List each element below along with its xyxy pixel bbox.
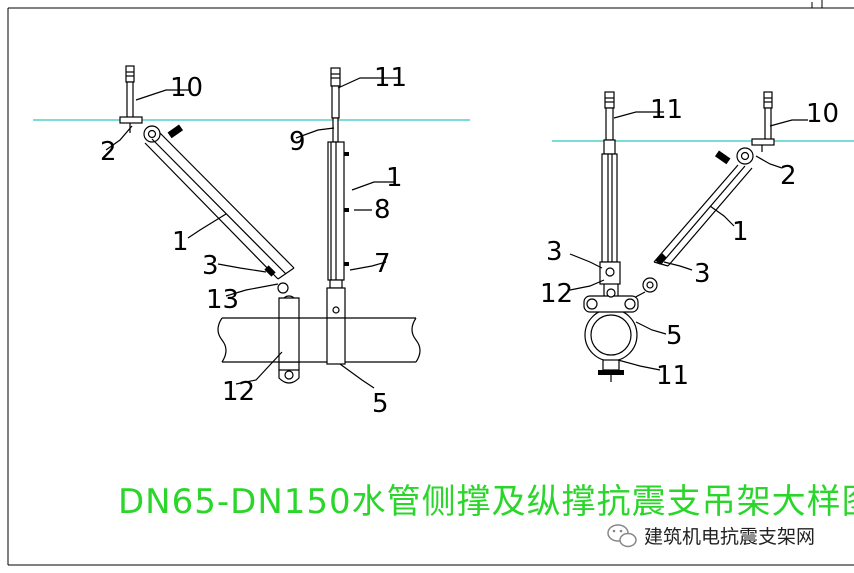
label-9-left: 9 bbox=[289, 127, 306, 157]
vertical-rod-right bbox=[599, 91, 621, 285]
vertical-brace-left bbox=[326, 67, 349, 365]
leader-lines-right bbox=[569, 111, 808, 371]
label-11-right-bottom: 11 bbox=[656, 361, 689, 391]
right-view: 11 10 2 1 3 3 12 5 11 bbox=[540, 91, 839, 391]
watermark-text: 建筑机电抗震支架网 bbox=[644, 526, 815, 548]
leader-lines-left bbox=[105, 77, 398, 389]
label-10-right: 10 bbox=[806, 99, 839, 129]
label-8-left: 8 bbox=[374, 195, 391, 225]
label-1-left-vertical: 1 bbox=[386, 163, 403, 193]
label-12-left: 12 bbox=[222, 377, 255, 407]
drawing-title: DN65-DN150水管侧撑及纵撑抗震支吊架大样图 bbox=[118, 482, 854, 522]
drawing-frame bbox=[7, 0, 854, 566]
label-7-left: 7 bbox=[374, 249, 391, 279]
label-3-left: 3 bbox=[202, 251, 219, 281]
label-2-right: 2 bbox=[780, 161, 797, 191]
label-3-right-diagonal: 3 bbox=[694, 259, 711, 289]
pipe-clamp-left bbox=[277, 282, 300, 384]
pipe-clamp-right bbox=[583, 284, 639, 382]
label-12-right: 12 bbox=[540, 279, 573, 309]
label-2-left: 2 bbox=[100, 137, 117, 167]
wechat-icon bbox=[607, 524, 637, 548]
ceiling-anchor-right bbox=[714, 91, 775, 165]
diagonal-brace-left bbox=[144, 132, 295, 280]
label-10-left: 10 bbox=[170, 73, 203, 103]
left-view: 10 11 2 9 1 8 1 3 7 13 12 5 bbox=[100, 63, 421, 419]
label-5-right: 5 bbox=[666, 321, 683, 351]
label-11-left: 11 bbox=[374, 63, 407, 93]
label-1-right: 1 bbox=[732, 217, 749, 247]
label-1-left-diagonal: 1 bbox=[172, 227, 189, 257]
label-11-right-top: 11 bbox=[650, 95, 683, 125]
pipe-left bbox=[217, 317, 421, 363]
diagonal-brace-right bbox=[629, 164, 753, 301]
label-5-left: 5 bbox=[372, 389, 389, 419]
label-3-right-left: 3 bbox=[546, 237, 563, 267]
label-13-left: 13 bbox=[206, 285, 239, 315]
ceiling-anchor-left bbox=[119, 65, 184, 143]
watermark: 建筑机电抗震支架网 bbox=[607, 524, 815, 548]
